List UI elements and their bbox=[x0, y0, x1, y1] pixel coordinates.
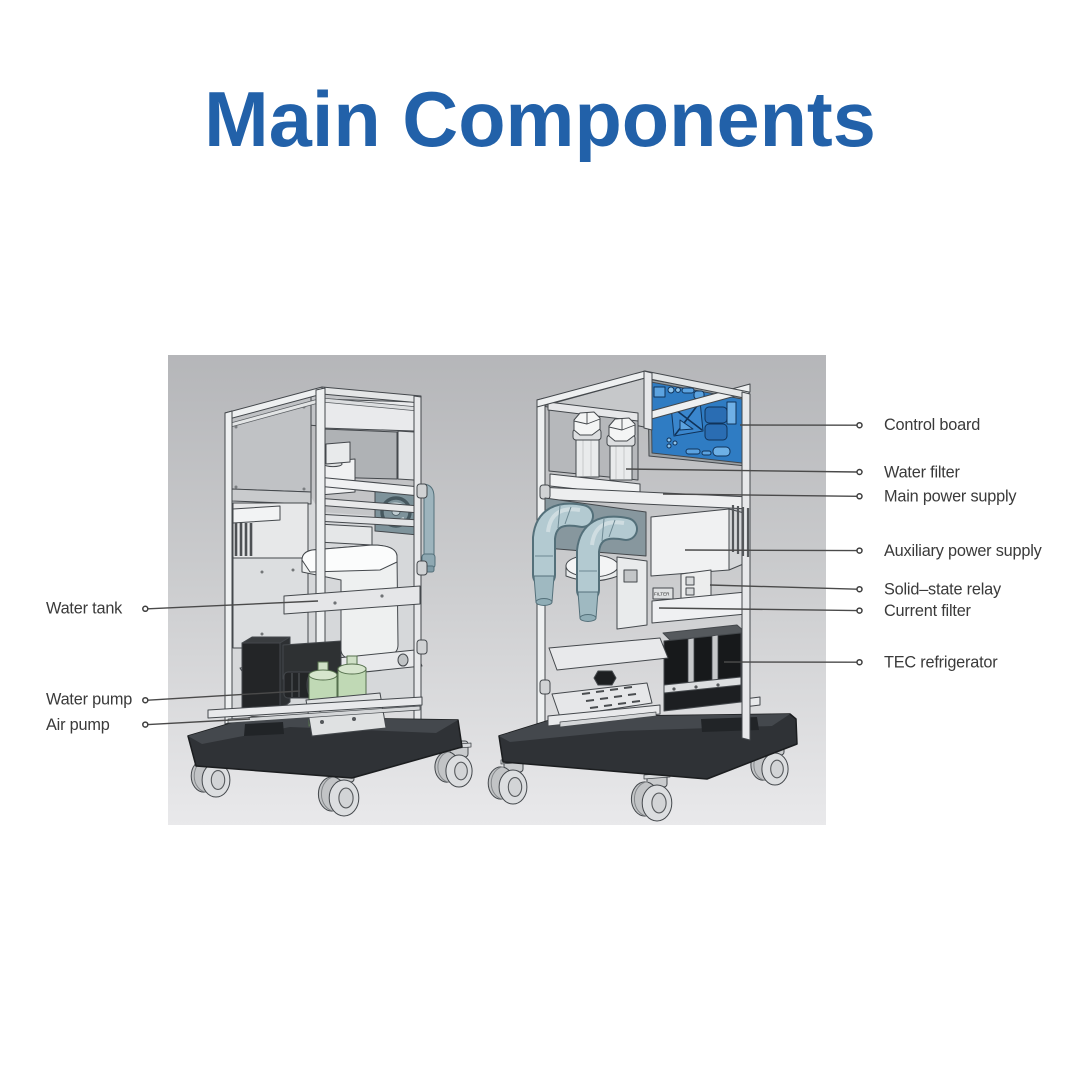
svg-text:Current filter: Current filter bbox=[884, 602, 972, 620]
svg-text:Main Components: Main Components bbox=[204, 77, 876, 163]
svg-text:Solid–state relay: Solid–state relay bbox=[884, 581, 1002, 599]
svg-text:Air pump: Air pump bbox=[46, 716, 110, 734]
svg-text:Water tank: Water tank bbox=[46, 600, 123, 618]
svg-text:Main power supply: Main power supply bbox=[884, 488, 1017, 506]
svg-text:FILTER: FILTER bbox=[654, 592, 670, 597]
svg-text:Water pump: Water pump bbox=[46, 691, 132, 709]
svg-text:Control board: Control board bbox=[884, 416, 980, 434]
svg-text:Water filter: Water filter bbox=[884, 464, 960, 482]
svg-text:TEC refrigerator: TEC refrigerator bbox=[884, 654, 998, 672]
svg-text:Auxiliary power supply: Auxiliary power supply bbox=[884, 542, 1043, 560]
